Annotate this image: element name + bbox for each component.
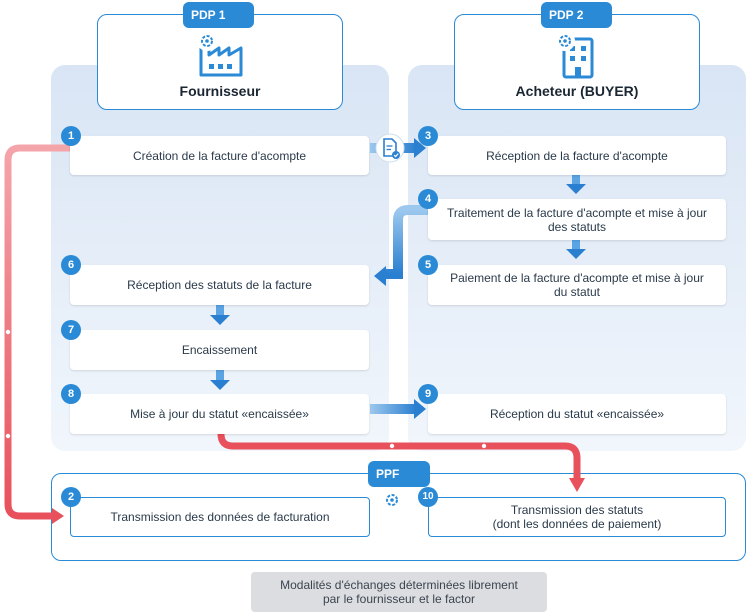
step-5-badge: 5 [418, 255, 438, 275]
note-line2: par le fournisseur et le factor [322, 592, 476, 606]
step-8-label: Mise à jour du statut «encaissée» [130, 407, 309, 421]
step-5-box: Paiement de la facture d'acompte et mise… [428, 265, 726, 305]
step-3-box: Réception de la facture d'acompte [428, 136, 726, 175]
pdp1-label: PDP 1 [191, 8, 226, 22]
note-line1: Modalités d'échanges déterminées libreme… [280, 578, 518, 592]
step-4-label-line2: des statuts [547, 219, 607, 234]
step-3-label: Réception de la facture d'acompte [486, 148, 668, 163]
step-2-label: Transmission des données de facturation [110, 510, 330, 524]
supplier-title: Fournisseur [179, 83, 261, 99]
step-9-label: Réception du statut «encaissée» [489, 407, 665, 421]
step-6-label: Réception des statuts de la facture [127, 278, 312, 292]
gear-icon [197, 31, 217, 51]
ppf-label: PPF [376, 467, 400, 481]
step-1-badge: 1 [61, 126, 81, 146]
step-7-label: Encaissement [181, 343, 258, 357]
step-2-badge: 2 [61, 487, 81, 507]
step-4-label-line1: Traitement de la facture d'acompte et mi… [447, 205, 707, 220]
step-10-badge: 10 [418, 487, 438, 507]
red-arrowhead-2 [52, 508, 64, 524]
step-9-badge: 9 [418, 384, 438, 404]
factor-note: Modalités d'échanges déterminées libreme… [251, 572, 547, 612]
step-6-box: Réception des statuts de la facture [70, 265, 369, 305]
gear-icon [555, 31, 575, 51]
step-5-label-line1: Paiement de la facture d'acompte et mise… [450, 271, 704, 285]
gear-icon [382, 490, 402, 510]
document-check-icon [375, 133, 405, 163]
step-2-box: Transmission des données de facturation [70, 497, 370, 537]
step-7-box: Encaissement [70, 330, 369, 370]
step-6-badge: 6 [61, 255, 81, 275]
building-icon [562, 37, 594, 79]
step-4-badge: 4 [418, 189, 438, 209]
red-arrowhead-10 [569, 478, 585, 492]
step-10-label-line1: Transmission des statuts [510, 503, 644, 517]
step-10-box: Transmission des statuts (dont les donné… [428, 497, 726, 537]
step-1-label: Création de la facture d'acompte [132, 148, 307, 163]
blue-flow-4-to-6 [386, 205, 428, 279]
step-7-badge: 7 [61, 320, 81, 340]
step-4-box: Traitement de la facture d'acompte et mi… [428, 199, 726, 240]
pdp2-tag: PDP 2 [541, 2, 612, 51]
pdp1-tag: PDP 1 [183, 2, 254, 51]
step-3-badge: 3 [418, 126, 438, 146]
step-8-box: Mise à jour du statut «encaissée» [70, 394, 369, 434]
ppf-tag: PPF [368, 461, 430, 510]
step-8-badge: 8 [61, 384, 81, 404]
supplier-header: Fournisseur [97, 14, 343, 110]
buyer-header: Acheteur (BUYER) [454, 14, 700, 110]
step-10-label-line2: (dont les données de paiement) [492, 517, 662, 531]
buyer-title: Acheteur (BUYER) [515, 83, 639, 99]
pdp2-label: PDP 2 [549, 8, 584, 22]
step-9-box: Réception du statut «encaissée» [428, 394, 726, 434]
red-flow-8-to-10 [217, 433, 581, 478]
step-1-box: Création de la facture d'acompte [70, 136, 369, 175]
step-5-label-line2: du statut [553, 285, 601, 299]
